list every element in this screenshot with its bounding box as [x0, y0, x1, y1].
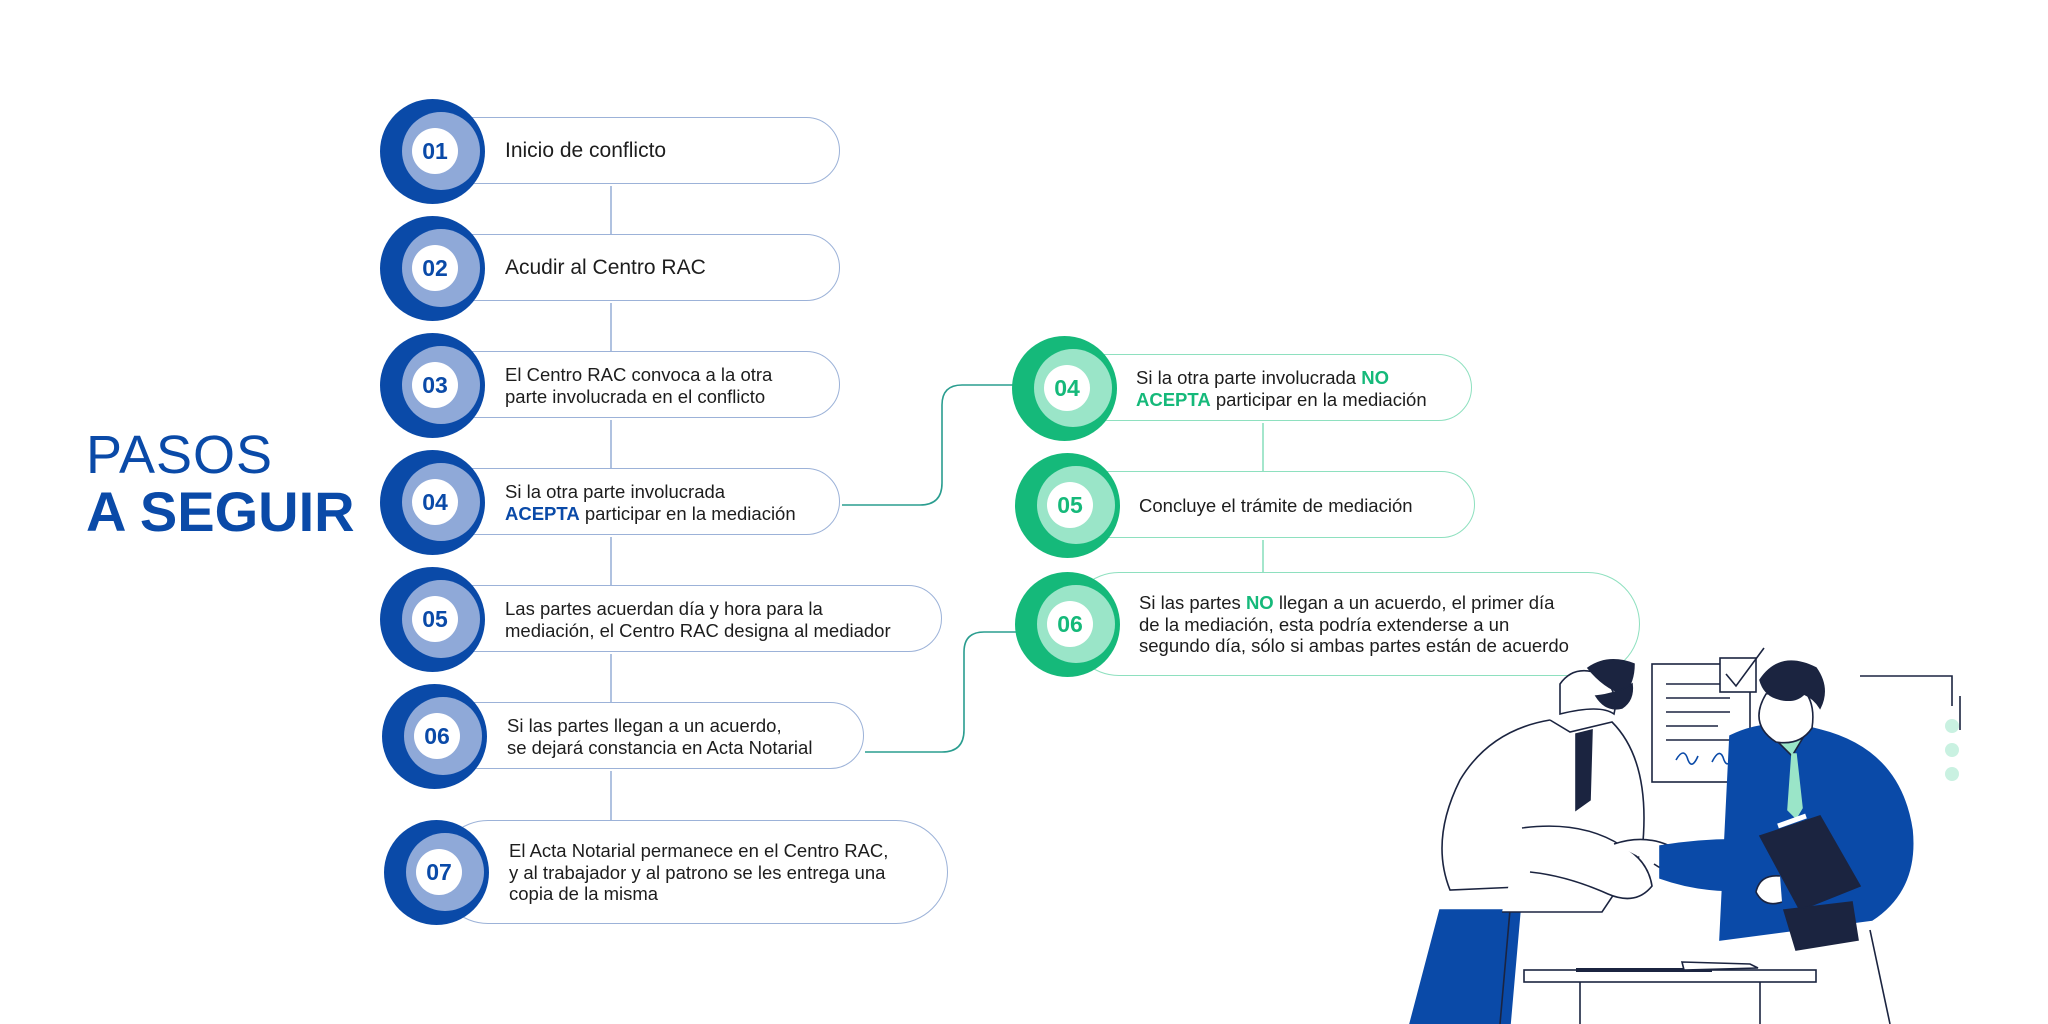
- step-text-line-2: se dejará constancia en Acta Notarial: [507, 736, 813, 758]
- step-text-line-1: Si las partes llegan a un acuerdo,: [507, 714, 782, 736]
- step-number: 06: [1047, 601, 1093, 647]
- decorative-dots: [1945, 719, 1959, 781]
- step-text-post: llegan a un acuerdo, el primer día: [1273, 591, 1555, 613]
- branch-agreement-to-no-agreement: [865, 631, 1016, 753]
- step-text-line-3: copia de la misma: [509, 883, 659, 905]
- step-text-line-2: parte involucrada en el conflicto: [505, 385, 766, 407]
- step-text-line-3: segundo día, sólo si ambas partes están …: [1139, 635, 1569, 657]
- keyword-no: NO: [1245, 591, 1274, 613]
- keyword-no-acepta: NO ACEPTA: [1136, 366, 1389, 410]
- step-number: 02: [412, 245, 458, 291]
- step-pill: [1067, 471, 1475, 538]
- necktie-icon: [1575, 728, 1593, 812]
- step-number: 07: [416, 849, 462, 895]
- step-pill: [432, 585, 942, 652]
- step-text: Concluye el trámite de mediación: [1139, 494, 1413, 516]
- step-pill: [432, 117, 840, 184]
- step-number: 05: [412, 596, 458, 642]
- step-pill: [436, 820, 948, 924]
- step-text-line-2: mediación, el Centro RAC designa al medi…: [505, 619, 891, 641]
- step-text-line-1: El Acta Notarial permanece en el Centro …: [509, 839, 889, 861]
- keyword-acepta: ACEPTA: [505, 502, 580, 524]
- step-right-05: 05 Concluye el trámite de mediación: [1015, 453, 1475, 558]
- step-text-pre: Si las partes: [1139, 591, 1246, 613]
- step-left-07: 07 El Acta Notarial permanece en el Cent…: [384, 820, 948, 925]
- step-number: 01: [412, 128, 458, 174]
- handshake-illustration: [1409, 647, 1961, 1024]
- step-left-05: 05 Las partes acuerdan día y hora para l…: [380, 567, 942, 672]
- step-text-line-2: participar en la mediación: [579, 502, 796, 524]
- step-text: Acudir al Centro RAC: [505, 256, 706, 280]
- step-left-03: 03 El Centro RAC convoca a la otra parte…: [380, 333, 840, 438]
- step-pill: [434, 702, 864, 769]
- step-text-line-1: El Centro RAC convoca a la otra: [505, 363, 773, 385]
- title-line-1: PASOS: [86, 425, 274, 485]
- step-pill: [432, 468, 840, 535]
- step-number: 03: [412, 362, 458, 408]
- step-number: 04: [412, 479, 458, 525]
- step-text-line-1: Si la otra parte involucrada: [505, 480, 726, 502]
- step-text: Inicio de conflicto: [505, 139, 667, 163]
- clipboard-icon: [1758, 815, 1862, 912]
- step-text-post: participar en la mediación: [1210, 388, 1427, 410]
- step-right-04: 04 Si la otra parte involucrada NO ACEPT…: [1012, 336, 1472, 441]
- step-left-01: 01 Inicio de conflicto: [380, 99, 840, 204]
- step-text-pre: Si la otra parte involucrada: [1136, 366, 1362, 388]
- step-number: 06: [414, 713, 460, 759]
- step-left-06: 06 Si las partes llegan a un acuerdo, se…: [382, 684, 864, 789]
- step-left-04: 04 Si la otra parte involucrada ACEPTA p…: [380, 450, 840, 555]
- step-pill: [1067, 572, 1640, 676]
- step-pill: [1064, 354, 1472, 421]
- step-pill: [432, 351, 840, 418]
- title-line-2: A SEGUIR: [86, 480, 355, 543]
- step-text-line-2: y al trabajador y al patrono se les entr…: [509, 861, 886, 883]
- step-text-line-1: Las partes acuerdan día y hora para la: [505, 597, 823, 619]
- page-title: PASOS A SEGUIR: [86, 428, 355, 540]
- step-right-06: 06 Si las partes NO llegan a un acuerdo,…: [1015, 572, 1640, 677]
- step-text-line-2: de la mediación, esta podría extenderse …: [1139, 613, 1510, 635]
- step-pill: [432, 234, 840, 301]
- branch-accept-to-no-accept: [842, 384, 1013, 506]
- step-number: 05: [1047, 482, 1093, 528]
- step-number: 04: [1044, 365, 1090, 411]
- step-left-02: 02 Acudir al Centro RAC: [380, 216, 840, 321]
